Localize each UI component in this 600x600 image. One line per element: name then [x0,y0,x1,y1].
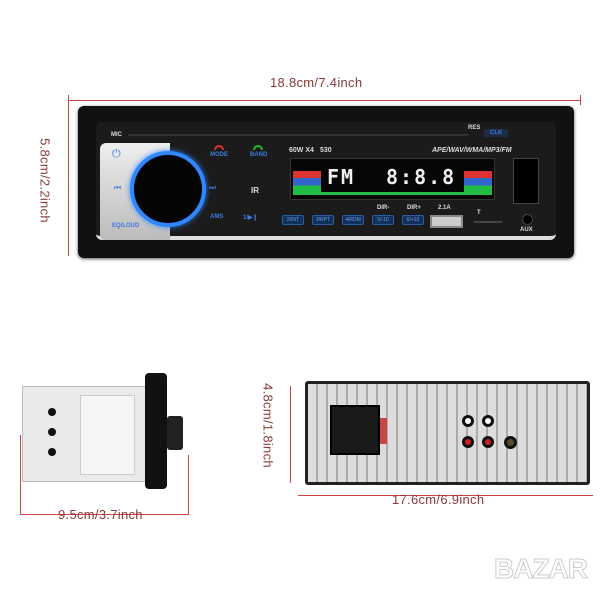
depth-label: 9.5cm/3.7inch [58,507,143,522]
power-spec-label: 60W X4 [289,147,314,154]
front-width-line [68,100,580,101]
rca-white-right [482,415,494,427]
rear-width-label: 17.6cm/6.9inch [392,492,485,507]
rca-red-left [462,436,474,448]
side-knob [167,416,183,450]
next-track-icon[interactable]: ⏭ [209,183,217,192]
res-label: RES [468,125,481,131]
antenna-jack [504,436,517,449]
side-bracket [80,395,135,475]
depth-line [20,514,188,515]
preset-button-5[interactable]: 5/-10 [372,215,394,225]
side-hole [48,408,56,416]
level-bar [321,192,464,195]
disc-slot [128,134,468,136]
mode-icon [214,145,224,150]
preset-button-2[interactable]: 2/INT [282,215,304,225]
tick [20,435,21,515]
aux-label: AUX [520,227,533,233]
usb-power-label: 2.1A [438,205,451,211]
spectrum-right [464,171,492,195]
ir-label: IR [251,186,259,195]
preset-button-6[interactable]: 6/+10 [402,215,424,225]
ams-button[interactable]: AMS [210,214,224,220]
dir-plus-label: DIR+ [407,205,421,211]
rca-white-left [462,415,474,427]
tick [580,95,581,105]
power-icon[interactable]: ⏻ [112,148,121,160]
side-hole [48,428,56,436]
tf-card-slot[interactable] [474,221,502,223]
mode-button[interactable]: MODE [210,152,228,158]
lcd-display: FM 8:8.8 [290,158,495,200]
display-clock: 8:8.8 [386,165,457,189]
band-button[interactable]: BAND [250,152,268,158]
rear-height-label: 4.8cm/1.8inch [260,383,276,468]
tf-label: T [477,210,481,216]
prev-track-icon[interactable]: ⏮ [114,183,122,192]
rear-height-line [290,386,291,483]
connector-latch [380,418,387,444]
rca-red-right [482,436,494,448]
clk-button[interactable]: CLK [484,129,509,137]
aux-jack[interactable] [522,214,533,225]
display-band-text: FM [327,165,356,189]
iso-connector [330,405,380,455]
side-hole [48,448,56,456]
rear-width-line [298,495,593,496]
front-height-line [68,100,69,256]
band-icon [253,145,263,150]
eq-loud-button[interactable]: EQ/LOUD [112,223,140,229]
play-pause-button[interactable]: 1/▶❙ [243,215,258,221]
spectrum-left [293,171,321,195]
usb-port[interactable] [430,215,463,228]
dir-minus-label: DIR- [377,205,390,211]
tick [188,455,189,515]
preset-button-3[interactable]: 3/RPT [312,215,334,225]
preset-buttons: 2/INT 3/RPT 4/RDM 5/-10 6/+10 [282,215,424,225]
preset-button-4[interactable]: 4/RDM [342,215,364,225]
model-label: 530 [320,147,332,154]
front-width-label: 18.8cm/7.4inch [270,75,363,90]
mic-label: MIC [111,132,122,138]
side-faceplate [145,373,167,489]
formats-label: APE/WAV/WMA/MP3/FM [432,147,512,154]
watermark-logo: BAZAR [494,553,589,585]
card-slot [513,158,539,204]
volume-knob[interactable] [130,151,206,227]
front-height-label: 5.8cm/2.2inch [37,138,53,223]
